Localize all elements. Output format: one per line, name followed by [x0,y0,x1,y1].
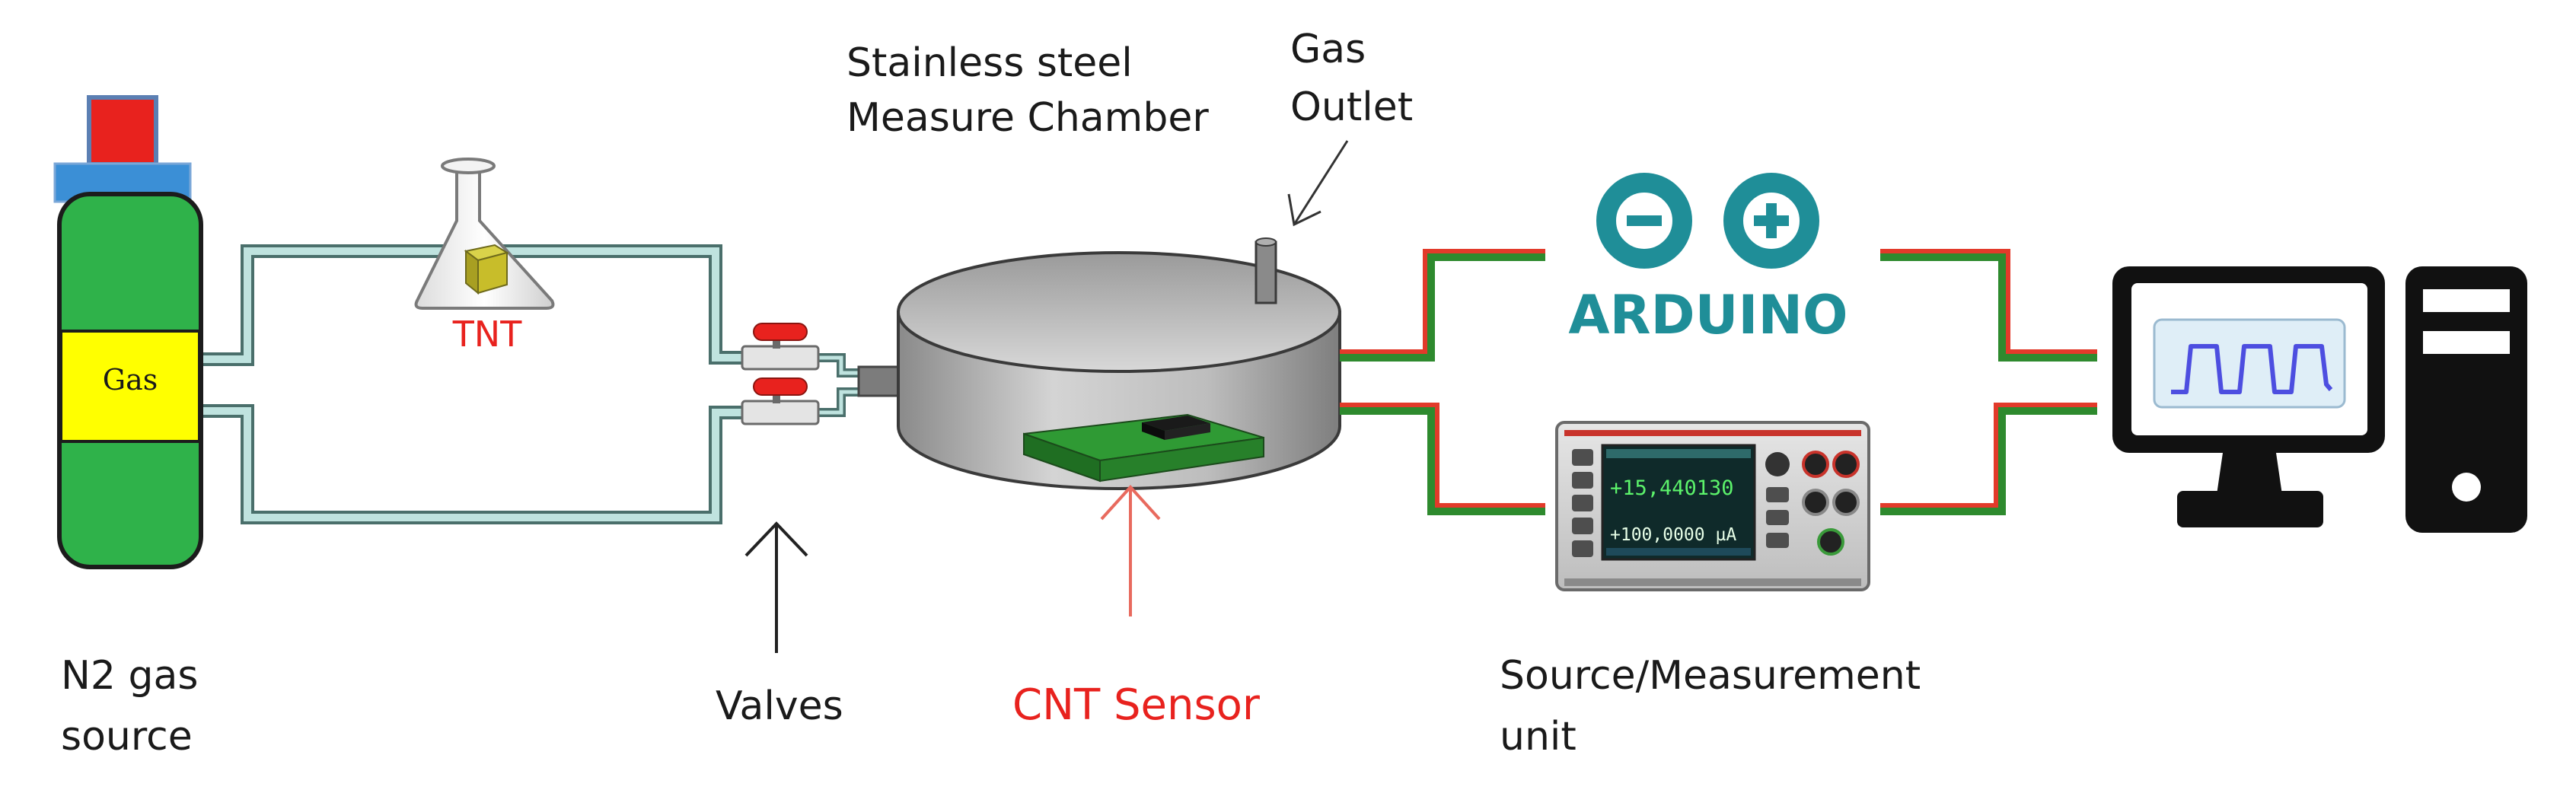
tnt-label: TNT [452,314,523,355]
valves [741,323,820,653]
tower-drive-bay-1 [2423,289,2510,312]
arduino-infinity-logo: ARDUINO [1568,173,1848,346]
source-measurement-unit: +15,440130 +100,0000 µA [1555,421,1870,591]
chamber-to-smu-wire-red [1340,403,1545,508]
smu-right-controls [1765,451,1860,556]
cnt-sensor-board [1023,413,1264,483]
lower-gas-tube [202,404,742,524]
gas-outlet-arrow [1287,140,1349,227]
upper-valve [741,323,820,371]
smu-label-line-2: unit [1500,714,1577,760]
plus-icon [1754,203,1789,238]
sensor-signal-graph [2171,344,2333,394]
sensor-chip [1142,416,1210,431]
tnt-flask: TNT [414,158,555,355]
smu-to-computer-wire [1880,407,2097,515]
valve-to-chamber-tube-inner [818,355,860,415]
chamber-to-smu-wire [1340,407,1545,515]
wires [1340,249,2097,515]
gas-outlet-label-line-2: Outlet [1290,84,1413,130]
cnt-sensor-arrow [1100,485,1161,616]
arduino-to-computer-wire [1880,253,2097,362]
flask-outline [414,166,555,310]
valves-label: Valves [716,683,843,729]
chamber-label-line-2: Measure Chamber [846,95,1209,141]
smu-label-line-1: Source/Measurement [1500,653,1921,699]
chamber-label-line-1: Stainless steel [846,40,1133,86]
tnt-cube [464,244,509,295]
diagram-labels: Stainless steel Measure Chamber Gas Outl… [61,27,1934,760]
lower-valve [741,377,820,425]
lower-valve-handle [753,377,808,396]
chamber-to-arduino-wire-red [1340,249,1545,354]
cylinder-cap [87,95,158,167]
arduino-to-computer-wire-red [1880,249,2097,354]
chamber-top [897,251,1341,373]
gas-outlet-pipe [1255,237,1277,304]
arduino-wordmark: ARDUINO [1568,284,1848,346]
monitor-stand [2217,453,2282,495]
cylinder-label-text: Gas [103,363,158,397]
smu-reading-1: +15,440130 [1610,476,1734,500]
smu-reading-2: +100,0000 µA [1610,525,1736,545]
tower-drive-bay-2 [2423,331,2510,354]
lower-gas-tube-inner [202,407,742,521]
cylinder-label-band [59,330,201,443]
gas-outlet-label: Gas Outlet [1290,27,1413,130]
smu-to-computer-wire-red [1880,403,2097,508]
n2-gas-cylinder: Gas [53,95,203,569]
smu-screen [1601,444,1756,561]
chamber-to-arduino-wire [1340,253,1545,362]
n2-source-label: N2 gas source [61,653,211,760]
tower-power-button [2452,473,2481,502]
cnt-sensor-label: CNT Sensor [1012,680,1261,730]
n2-source-label-line-1: N2 gas [61,653,198,699]
smu-label: Source/Measurement unit [1500,653,1934,760]
desktop-computer-icon [2112,266,2527,533]
minus-icon [1627,215,1662,226]
n2-source-label-line-2: source [61,714,193,760]
gas-outlet-label-line-1: Gas [1290,27,1366,72]
flask-rim [441,158,496,174]
chamber-label: Stainless steel Measure Chamber [846,40,1209,141]
smu-left-buttons [1572,449,1593,557]
measure-chamber [857,140,1349,616]
monitor-base [2177,491,2323,527]
valves-arrow [744,521,808,653]
upper-valve-handle [753,323,808,341]
smu-top-stripe [1564,430,1861,436]
